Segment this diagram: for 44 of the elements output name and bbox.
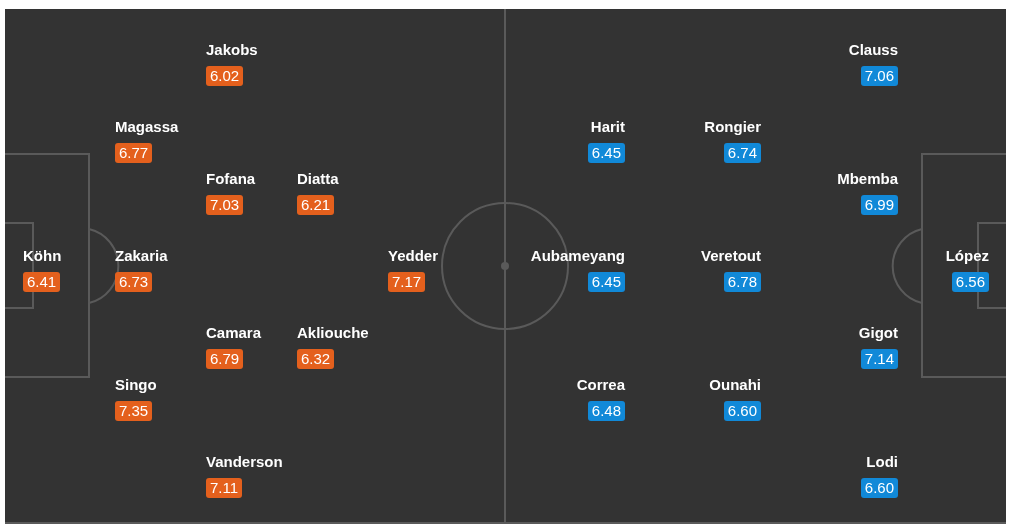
player-name: Fofana: [206, 170, 256, 188]
rating-badge: 6.48: [587, 401, 625, 421]
rating-badge: 6.73: [115, 272, 153, 292]
player-name: Zakaria: [115, 247, 168, 265]
rating-badge: 7.35: [115, 401, 153, 421]
player-name: Rongier: [704, 118, 761, 136]
rating-badge: 6.56: [951, 272, 989, 292]
player-name: Gigot: [858, 324, 898, 342]
player-name: Diatta: [297, 170, 339, 188]
rating-badge: 7.06: [860, 66, 898, 86]
player-name: Akliouche: [297, 324, 369, 342]
rating-badge: 6.45: [587, 272, 625, 292]
player-name: Köhn: [23, 247, 62, 265]
rating-badge: 6.21: [297, 195, 335, 215]
player-name: Magassa: [115, 118, 179, 136]
player-name: Aubameyang: [530, 247, 625, 265]
rating-badge: 7.03: [206, 195, 244, 215]
player-name: Veretout: [701, 247, 761, 265]
rating-badge: 6.99: [860, 195, 898, 215]
player-name: Clauss: [848, 41, 898, 59]
player-name: Yedder: [388, 247, 439, 265]
rating-badge: 6.45: [587, 143, 625, 163]
rating-badge: 7.14: [860, 349, 898, 369]
player-name: Lodi: [866, 453, 898, 471]
rating-badge: 7.17: [388, 272, 426, 292]
rating-badge: 6.02: [206, 66, 244, 86]
rating-badge: 6.79: [206, 349, 244, 369]
rating-badge: 6.60: [723, 401, 761, 421]
player-name: Vanderson: [206, 453, 283, 471]
player-name: Harit: [590, 118, 625, 136]
rating-badge: 6.60: [860, 478, 898, 498]
player-name: Ounahi: [709, 376, 761, 394]
rating-badge: 6.41: [23, 272, 61, 292]
rating-badge: 6.78: [723, 272, 761, 292]
player-name: Correa: [576, 376, 625, 394]
rating-badge: 6.74: [723, 143, 761, 163]
player-name: Camara: [206, 324, 262, 342]
player-name: López: [945, 247, 989, 265]
player-name: Jakobs: [206, 41, 258, 59]
rating-badge: 7.11: [206, 478, 243, 498]
rating-badge: 6.77: [115, 143, 153, 163]
rating-badge: 6.32: [297, 349, 335, 369]
player-name: Singo: [115, 376, 157, 394]
player-name: Mbemba: [837, 170, 898, 188]
